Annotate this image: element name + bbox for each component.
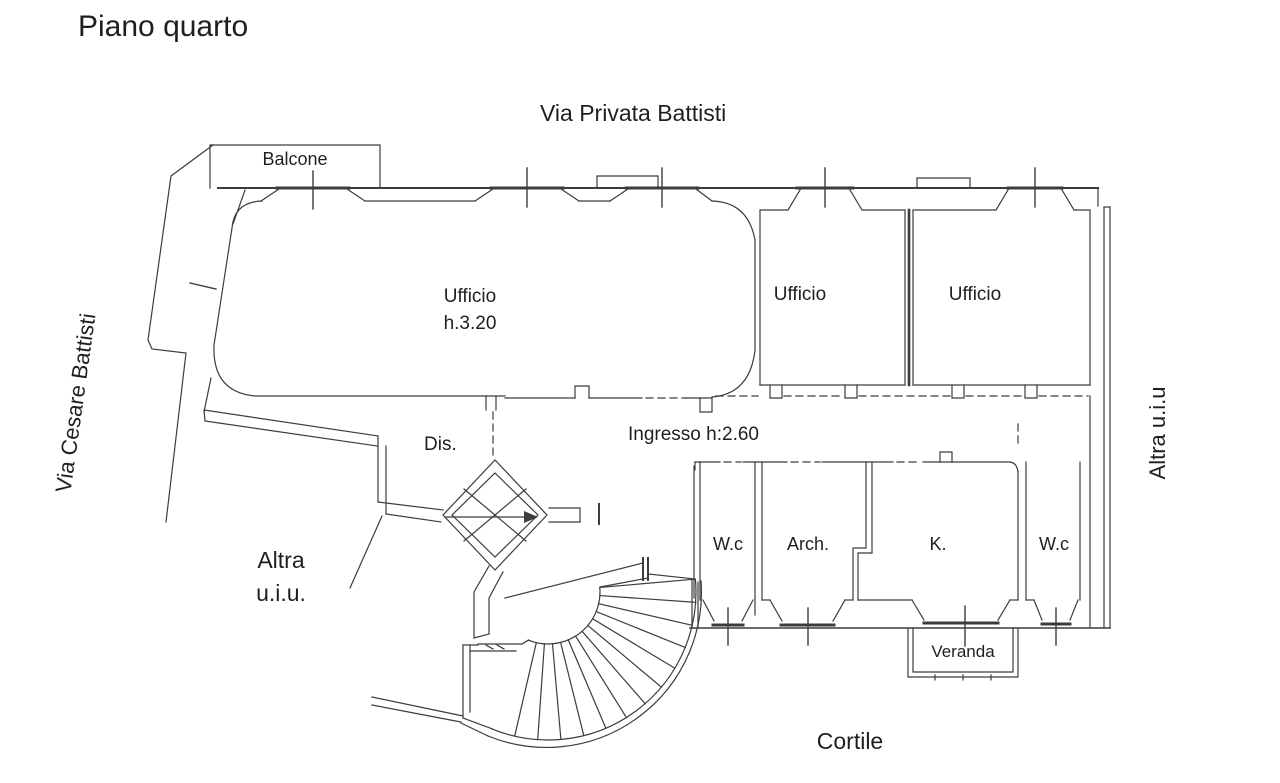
balcone-outline [209,144,381,189]
left-boundary [147,144,214,523]
room-label-office-3: Ufficio [948,284,1002,305]
room-label-ingresso: Ingresso h:2.60 [628,424,759,445]
room-label-kitchen: K. [929,534,947,554]
room-label-balcone: Balcone [262,149,328,169]
adjacent-unit-left-line2: u.i.u. [256,580,306,606]
right-unit-wall [1103,206,1111,629]
street-label-top: Via Privata Battisti [540,100,727,126]
light-shaft-diamond [442,459,600,639]
room-label-wc-left: W.c [713,534,743,554]
room-label-office-2: Ufficio [773,284,827,305]
dis-walls [203,409,444,523]
window-ticks [189,167,1057,647]
courtyard-label: Cortile [816,728,884,754]
main-office-outline [213,188,756,411]
room-label-arch: Arch. [786,534,829,554]
staircase [460,557,703,749]
room-label-main-office: Ufficio h.3.20 [408,283,532,337]
service-rooms-walls [693,461,1081,622]
veranda-outline [907,627,1019,681]
page-title: Piano quarto [78,10,249,43]
corridor-walls [504,384,1038,473]
main-office-height: h.3.20 [443,313,497,334]
office-a-outline [759,189,906,386]
adjacent-unit-label-left: Altra u.i.u. [220,544,342,610]
adjacent-unit-label-right: Altra u.i.u [1145,386,1170,480]
window-sills [275,186,1072,627]
room-label-dis: Dis. [424,434,457,455]
bottom-left-walls [349,515,530,723]
room-label-wc-right: W.c [1039,534,1069,554]
adjacent-unit-left-line1: Altra [257,547,305,573]
office-b-outline [912,189,1091,629]
main-office-name: Ufficio [443,286,497,307]
room-label-veranda: Veranda [931,642,995,661]
door-openings-dashed [492,395,1089,463]
